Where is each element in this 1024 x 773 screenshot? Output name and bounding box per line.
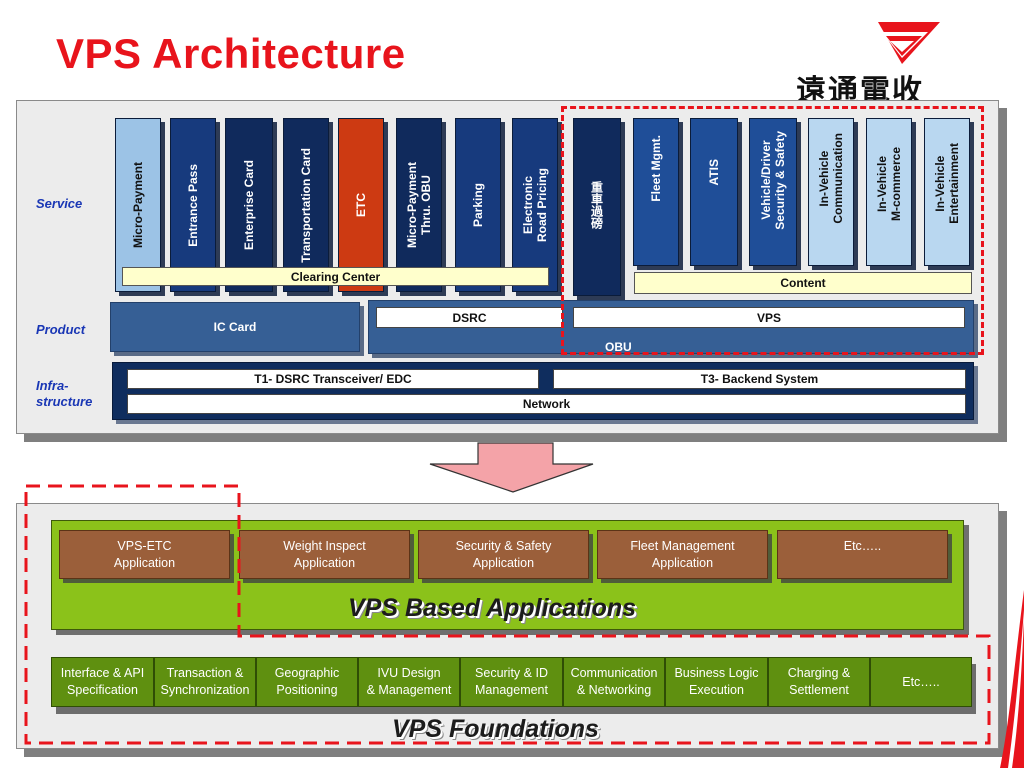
foundation-geographic-positioning: Geographic Positioning [256,657,358,707]
foundation-business-logic: Business Logic Execution [665,657,768,707]
app-fleet-management: Fleet Management Application [597,530,768,579]
service-in-vehicle-communication: In-Vehicle Communication [808,118,854,266]
service-atis: ATIS [690,118,738,266]
ic-card-box: IC Card [110,302,360,352]
app-security-safety: Security & Safety Application [418,530,589,579]
highlight-applications-foundations [24,484,992,746]
service-fleet-mgmt: Fleet Mgmt. [633,118,679,266]
service-entrance-pass: Entrance Pass [170,118,216,292]
dsrc-bar: DSRC [376,307,563,328]
page-title: VPS Architecture [56,30,406,77]
clearing-center-bar: Clearing Center [122,267,549,286]
app-weight-inspect: Weight Inspect Application [239,530,410,579]
swoosh-icon [1000,590,1024,768]
t1-transceiver-bar: T1- DSRC Transceiver/ EDC [127,369,539,389]
app-vps-etc: VPS-ETC Application [59,530,230,579]
network-bar: Network [127,394,966,414]
service-vehicle-driver-security: Vehicle/Driver Security & Safety [749,118,797,266]
service-micro-payment-obu: Micro-Payment Thru. OBU [396,118,442,292]
t3-backend-bar: T3- Backend System [553,369,966,389]
corner-swoosh [990,590,1024,768]
company-logo: 遠通電收 [790,14,960,109]
app-etc: Etc….. [777,530,948,579]
row-label-infra: Infra- structure [36,378,93,409]
service-electronic-road-pricing: Electronic Road Pricing [512,118,558,292]
foundation-security-id: Security & ID Management [460,657,563,707]
row-label-service: Service [36,196,83,211]
applications-label: VPS Based Applications [348,594,637,622]
content-bar: Content [634,272,972,294]
service-parking: Parking [455,118,501,292]
foundation-ivu-design: IVU Design & Management [358,657,460,707]
foundation-communication-networking: Communication & Networking [563,657,665,707]
service-enterprise-card: Enterprise Card [225,118,273,292]
dashed-outline [24,484,991,745]
obu-label: OBU [605,340,632,354]
down-arrow [425,442,597,494]
service-etc: ETC [338,118,384,292]
service-heavy-vehicle-weighing: 重車過磅 [573,118,621,296]
foundation-interface-api: Interface & API Specification [51,657,154,707]
service-in-vehicle-entertainment: In-Vehicle Entertainment [924,118,970,266]
down-arrow-icon [429,442,594,493]
ic-card-label: IC Card [213,320,257,334]
highlight-vps-region [561,106,984,355]
foundation-etc: Etc….. [870,657,972,707]
service-transportation-card: Transportation Card [283,118,329,292]
logo-mark-icon [878,22,940,64]
foundation-charging-settlement: Charging & Settlement [768,657,870,707]
vps-bar: VPS [573,307,965,328]
foundations-label: VPS Foundations [392,715,599,743]
row-label-product: Product [36,322,86,337]
service-in-vehicle-mcommerce: In-Vehicle M-commerce [866,118,912,266]
foundation-transaction-sync: Transaction & Synchronization [154,657,256,707]
service-micro-payment: Micro-Payment [115,118,161,292]
